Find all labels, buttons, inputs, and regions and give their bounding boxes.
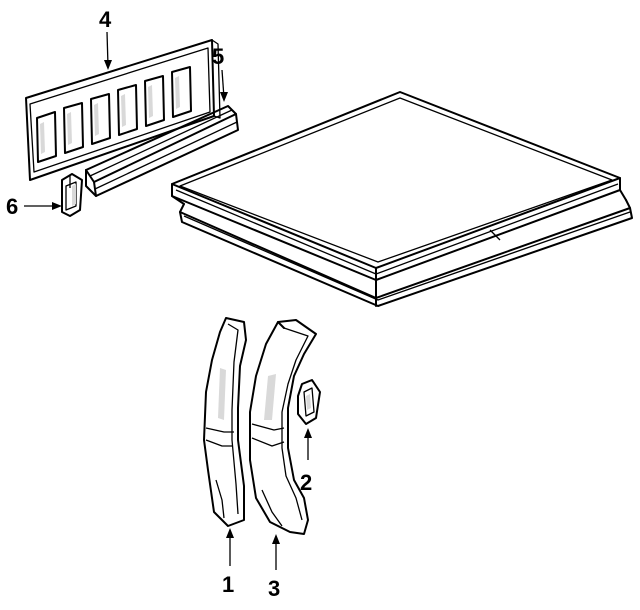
callout-4: 4 (99, 7, 112, 32)
leader-line-1 (226, 528, 234, 566)
leader-line-3 (272, 534, 280, 570)
leader-line-5 (220, 69, 228, 102)
outer-pillar-part (249, 319, 317, 535)
callout-6: 6 (6, 194, 18, 219)
gusset-part (297, 379, 321, 425)
leader-line-4 (104, 31, 112, 70)
inner-pillar-part (203, 317, 247, 527)
rear-panel-part (25, 39, 221, 181)
leader-line-6 (24, 202, 62, 210)
roof-panel-part (171, 91, 633, 307)
rail-part (85, 105, 239, 197)
callout-5: 5 (212, 44, 224, 69)
callout-1: 1 (222, 572, 234, 597)
leader-line-2 (304, 428, 312, 460)
callout-3: 3 (268, 576, 280, 601)
callout-2: 2 (300, 470, 312, 495)
bracket-part (61, 173, 83, 217)
